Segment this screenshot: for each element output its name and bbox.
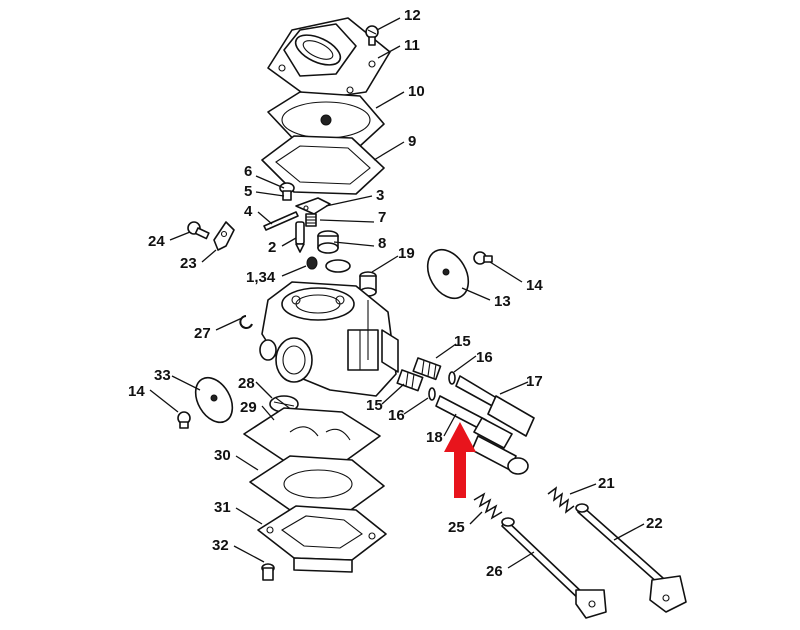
part-30-gasket: [249, 455, 385, 513]
part-5-6-screw: [279, 182, 295, 201]
callout-23: 23: [180, 255, 197, 272]
callout-14-upper: 14: [526, 277, 543, 294]
part-22-shaft: [575, 503, 687, 613]
part-16-oring-upper: [448, 371, 456, 385]
part-25-spring: [473, 492, 503, 520]
part-18-needle-screw: [435, 395, 513, 449]
part-29-gasket: [243, 407, 381, 463]
part-7-spring: [305, 213, 317, 227]
callout-16-upper: 16: [476, 349, 493, 366]
part-2-needle: [295, 221, 305, 253]
part-21-spring: [547, 486, 575, 514]
callout-3: 3: [376, 187, 384, 204]
part-12-screw: [365, 25, 379, 46]
part-15-spring-lower: [396, 369, 424, 392]
part-14-screw-lower: [177, 411, 191, 429]
callout-25: 25: [448, 519, 465, 536]
callout-10: 10: [408, 83, 425, 100]
callout-28: 28: [238, 375, 255, 392]
callout-4: 4: [244, 203, 253, 220]
red-pointer-arrow: [444, 422, 476, 498]
callout-15-lower: 15: [366, 397, 383, 414]
callout-11: 11: [404, 37, 420, 54]
callout-26: 26: [486, 563, 503, 580]
part-1-34-valve: [306, 256, 318, 270]
callout-22: 22: [646, 515, 663, 532]
callout-30: 30: [214, 447, 231, 464]
part-27-circlip: [239, 315, 253, 329]
callout-7: 7: [378, 209, 386, 226]
part-33-disc: [194, 376, 234, 424]
part-4-pin: [263, 211, 299, 231]
part-23-bracket: [213, 221, 235, 251]
part-11-cover: [267, 17, 391, 101]
part-3-lever: [295, 197, 331, 215]
callout-2: 2: [268, 239, 276, 256]
part-7-cap: [317, 230, 339, 254]
part-13-disc: [426, 248, 470, 300]
callout-29: 29: [240, 399, 257, 416]
part-24-screw: [187, 221, 210, 240]
callout-9: 9: [408, 133, 416, 150]
part-16-oring-lower: [428, 387, 436, 401]
callout-16-lower: 16: [388, 407, 405, 424]
callout-21: 21: [598, 475, 615, 492]
carburetor-body: [259, 281, 399, 397]
part-15-spring-upper: [412, 357, 442, 381]
callout-18: 18: [426, 429, 443, 446]
callout-27: 27: [194, 325, 211, 342]
part-9-gasket: [261, 135, 385, 195]
part-14-screw-upper: [473, 251, 493, 265]
callout-6: 6: [244, 163, 252, 180]
callout-8: 8: [378, 235, 386, 252]
callout-33: 33: [154, 367, 171, 384]
callout-19: 19: [398, 245, 415, 262]
callout-32: 32: [212, 537, 229, 554]
callout-17: 17: [526, 373, 543, 390]
callout-12: 12: [404, 7, 421, 24]
part-18-needle-screw-b: [471, 435, 529, 475]
part-8-plug: [325, 259, 351, 273]
callout-1-34: 1,34: [246, 269, 276, 286]
callout-15-upper: 15: [454, 333, 471, 350]
callout-labels: 12 11 10 9 6 5 3 4 7 24 2 8 23 1,34 19 1…: [128, 7, 663, 580]
callout-5: 5: [244, 183, 252, 200]
part-31-cover: [257, 505, 387, 573]
callout-13: 13: [494, 293, 511, 310]
leader-lines: [149, 17, 645, 569]
callout-31: 31: [214, 499, 231, 516]
callout-24: 24: [148, 233, 165, 250]
part-26-shaft: [501, 517, 607, 619]
part-32-screw: [261, 563, 275, 581]
callout-14-lower: 14: [128, 383, 145, 400]
part-17-adjust-screw: [455, 375, 535, 437]
